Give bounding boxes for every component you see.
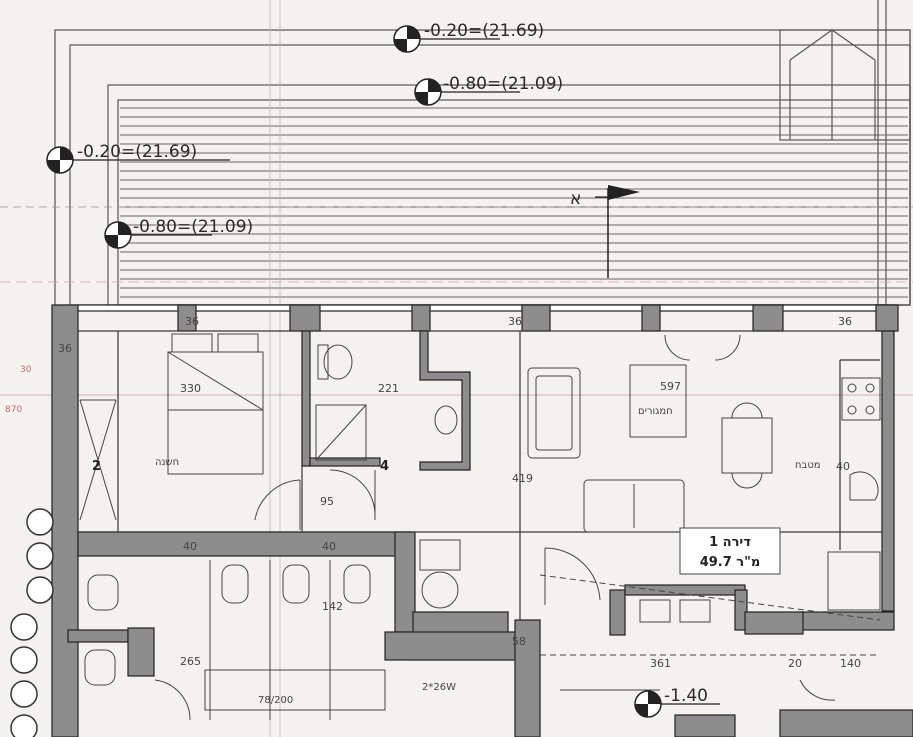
door-swings — [154, 334, 836, 721]
dim-419: 419 — [512, 472, 533, 485]
red-label-870: 870 — [5, 405, 22, 415]
level-text-bottom: -1.40 — [664, 686, 708, 706]
apartment-name: דירה 1 — [709, 535, 751, 550]
level-marker-top-a: -0.20=(21.69) — [393, 21, 544, 53]
dim-36d: 36 — [58, 342, 72, 355]
left-passage — [79, 399, 117, 521]
dim-36a: 36 — [185, 315, 199, 328]
dim-58: 58 — [512, 635, 526, 648]
dining-table — [721, 402, 773, 489]
level-marker-left-a: -0.20=(21.69) — [46, 142, 230, 174]
north-label: א — [570, 189, 581, 209]
bed — [167, 333, 264, 475]
red-label-30: 30 — [20, 365, 32, 375]
level-marker-bottom: -1.40 — [634, 686, 720, 718]
bath-fixtures — [315, 344, 461, 609]
dim-36b: 36 — [508, 315, 522, 328]
room-label-living: חמגורים — [638, 406, 673, 417]
level-marker-left-b: -0.80=(21.09) — [104, 217, 253, 249]
note-a: 2*26W — [422, 682, 456, 693]
dim-bath: 221 — [378, 382, 399, 395]
room-label-kitchen: מטבח — [795, 460, 821, 471]
public-toilets — [84, 560, 386, 720]
stair-block — [779, 0, 911, 305]
kitchen-counter — [827, 377, 881, 611]
level-text-left-b: -0.80=(21.09) — [133, 217, 253, 237]
dim-361: 361 — [650, 657, 671, 670]
level-text-top-b: -0.80=(21.09) — [443, 74, 563, 94]
corridor-fixtures — [539, 574, 881, 691]
apartment-area: 49.7 מ"ר — [700, 555, 761, 570]
dim-142: 142 — [322, 600, 343, 613]
dim-40b: 40 — [322, 540, 336, 553]
note-b: 78/200 — [258, 695, 293, 706]
apartment-label: דירה 1 49.7 מ"ר — [679, 527, 781, 575]
dim-40a: 40 — [183, 540, 197, 553]
level-text-top-a: -0.20=(21.69) — [424, 21, 544, 41]
room-label-bedroom: חשנה — [155, 457, 179, 468]
dim-265: 265 — [180, 655, 201, 668]
deck-outline — [54, 29, 911, 306]
dim-40k: 40 — [836, 460, 850, 473]
thin-walls — [77, 330, 883, 661]
sofa — [527, 367, 685, 533]
mark-2: 2 — [92, 459, 101, 474]
dim-20: 20 — [788, 657, 802, 670]
dim-95: 95 — [320, 495, 334, 508]
north-arrow: א — [570, 185, 640, 278]
level-text-left-a: -0.20=(21.69) — [77, 142, 197, 162]
dim-living: 597 — [660, 380, 681, 393]
walls — [51, 304, 913, 737]
dim-36c: 36 — [838, 315, 852, 328]
level-marker-top-b: -0.80=(21.09) — [414, 74, 563, 106]
dim-bedroom: 330 — [180, 382, 201, 395]
cabinet — [629, 364, 687, 438]
dim-140: 140 — [840, 657, 861, 670]
mark-4: 4 — [380, 459, 389, 474]
round-columns — [10, 508, 54, 737]
